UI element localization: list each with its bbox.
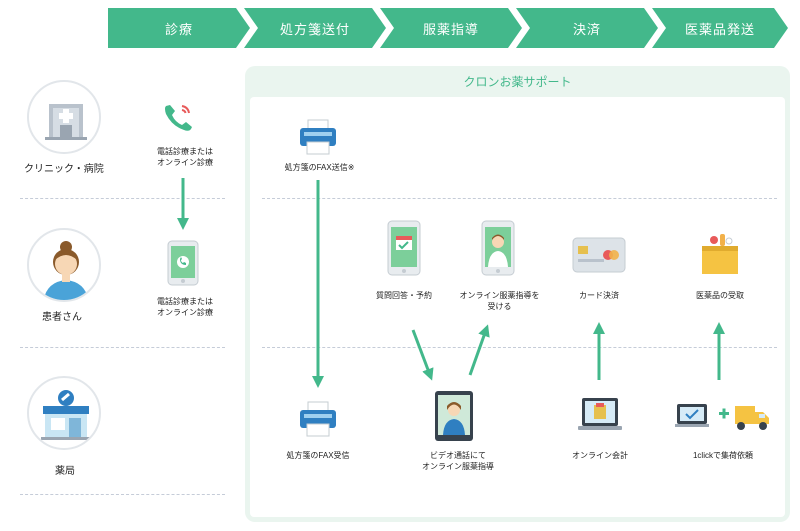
online-guidance-phone-icon <box>481 220 515 276</box>
step-consultation: 診療 <box>108 8 250 48</box>
step-medicine-shipping: 医薬品発送 <box>652 8 788 48</box>
one-click-pickup-icon <box>675 404 769 430</box>
step-payment: 決済 <box>516 8 658 48</box>
step-medication-guidance: 服薬指導 <box>380 8 522 48</box>
fax-send-label: 処方箋のFAX送信※ <box>284 163 355 172</box>
row-divider-right-2 <box>262 347 777 348</box>
step-prescription-send: 処方箋送付 <box>244 8 386 48</box>
online-guidance-label: オンライン服薬指導を 受ける <box>459 291 540 311</box>
credit-card-icon <box>572 237 626 273</box>
fax-send-icon <box>300 119 336 155</box>
row-divider-right-1 <box>262 198 777 199</box>
video-call-label: ビデオ通話にて オンライン服薬指導 <box>422 451 494 471</box>
panel-inner <box>250 97 785 517</box>
row-divider-left-2 <box>20 347 225 348</box>
patient-icon <box>43 241 89 300</box>
smartphone-consult-label: 電話診療または オンライン診療 <box>157 297 213 317</box>
laptop-accounting-icon <box>578 398 622 430</box>
one-click-label: 1clickで集荷依頼 <box>692 451 753 460</box>
row-divider-left-3 <box>20 494 225 495</box>
video-call-tablet-icon <box>435 391 473 441</box>
online-accounting-label: オンライン会計 <box>572 451 628 460</box>
clinic-avatar <box>27 80 101 154</box>
hospital-icon <box>45 104 87 140</box>
panel-title: クロンお薬サポート <box>463 75 572 89</box>
smartphone-call-icon <box>167 240 199 286</box>
pharmacy-icon <box>41 390 91 440</box>
phone-icon <box>165 105 192 131</box>
questionnaire-label: 質問回答・予約 <box>376 291 432 300</box>
phone-consult-label: 電話診療または オンライン診療 <box>157 147 213 167</box>
pharmacy-avatar <box>27 376 101 450</box>
questionnaire-phone-icon <box>387 220 421 276</box>
clinic-label: クリニック・病院 <box>24 164 104 175</box>
fax-receive-icon <box>300 401 336 437</box>
process-steps: 診療 処方箋送付 服薬指導 決済 医薬品発送 <box>108 8 788 48</box>
medicine-box-icon <box>702 234 738 274</box>
row-divider-left-1 <box>20 198 225 199</box>
fax-receive-label: 処方箋のFAX受信 <box>286 451 350 460</box>
pharmacy-label: 薬局 <box>55 466 75 477</box>
patient-avatar <box>27 228 101 302</box>
medicine-receive-label: 医薬品の受取 <box>696 291 744 300</box>
patient-label: 患者さん <box>42 312 82 323</box>
card-payment-label: カード決済 <box>579 291 619 300</box>
